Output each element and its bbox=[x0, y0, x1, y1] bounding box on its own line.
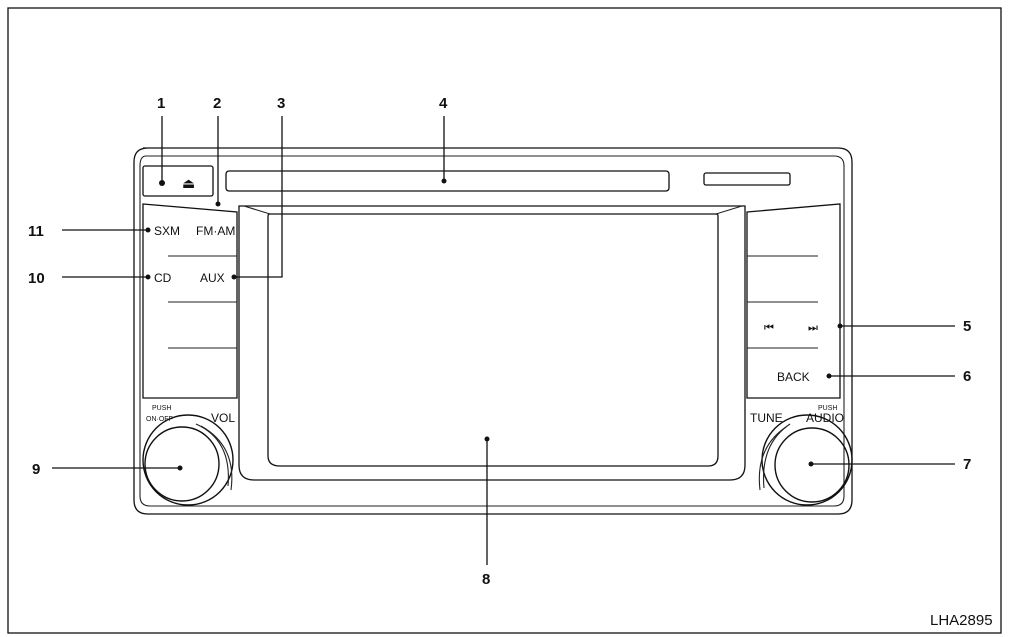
left-button-panel bbox=[142, 203, 238, 399]
tune-audio-knob[interactable] bbox=[758, 414, 853, 506]
screen-bezel-top-chamfer bbox=[243, 205, 743, 215]
callout-4: 4 bbox=[439, 95, 448, 112]
sxm-label: SXM bbox=[154, 224, 180, 238]
previous-track-button[interactable]: ⏮ bbox=[764, 322, 774, 334]
cd-button[interactable]: CD bbox=[145, 271, 172, 285]
card-slot bbox=[703, 172, 791, 186]
eject-icon: ⏏ bbox=[182, 175, 195, 191]
back-button[interactable]: BACK bbox=[777, 370, 832, 384]
sxm-button[interactable]: SXM bbox=[145, 224, 181, 238]
aux-button[interactable]: AUX bbox=[200, 271, 237, 285]
right-button-panel bbox=[746, 203, 841, 399]
figure-border bbox=[7, 7, 1002, 634]
head-unit-bezel bbox=[133, 147, 853, 515]
callout-9: 9 bbox=[32, 461, 40, 478]
callout-8: 8 bbox=[482, 571, 490, 588]
head-unit-inner-edge bbox=[139, 155, 845, 507]
callout-7: 7 bbox=[963, 456, 971, 473]
next-track-button[interactable]: ⏭ bbox=[808, 322, 843, 334]
next-track-icon: ⏭ bbox=[808, 322, 818, 334]
callout-1: 1 bbox=[157, 95, 165, 112]
cd-slot bbox=[225, 170, 670, 192]
screen-bezel bbox=[238, 205, 746, 481]
right-push-label: PUSH bbox=[818, 405, 837, 412]
left-push-label: PUSH bbox=[152, 405, 171, 412]
volume-knob[interactable] bbox=[142, 414, 234, 506]
previous-track-icon: ⏮ bbox=[764, 322, 774, 334]
callout-5: 5 bbox=[963, 318, 971, 335]
callout-11: 11 bbox=[28, 223, 44, 240]
figure-code: LHA2895 bbox=[930, 612, 993, 629]
fm-am-button[interactable]: FM·AM bbox=[196, 201, 235, 239]
display-screen bbox=[267, 213, 719, 467]
callout-3: 3 bbox=[277, 95, 285, 112]
on-off-label: ON·OFF bbox=[146, 416, 173, 423]
callout-10: 10 bbox=[28, 270, 45, 287]
callout-2: 2 bbox=[213, 95, 221, 112]
aux-label: AUX bbox=[200, 271, 225, 285]
vol-label: VOL bbox=[211, 411, 235, 425]
eject-button[interactable] bbox=[142, 165, 214, 197]
callout-6: 6 bbox=[963, 368, 971, 385]
leader-lines bbox=[52, 116, 955, 565]
tune-label: TUNE bbox=[750, 411, 783, 425]
cd-label: CD bbox=[154, 271, 172, 285]
fm-am-label: FM·AM bbox=[196, 224, 235, 238]
back-label: BACK bbox=[777, 370, 810, 384]
